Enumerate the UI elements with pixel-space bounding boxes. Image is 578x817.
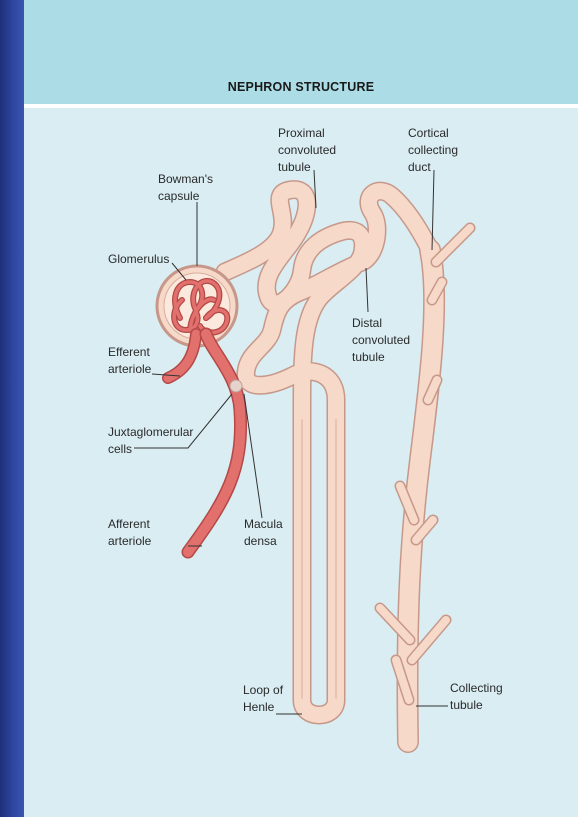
label-distal: Distal convoluted tubule — [352, 316, 413, 364]
label-macula-densa: Macula densa — [244, 517, 286, 548]
label-proximal: Proximal convoluted tubule — [278, 126, 339, 174]
label-cortical: Cortical collecting duct — [408, 126, 461, 174]
label-loop-of-henle: Loop of Henle — [243, 683, 286, 714]
label-glomerulus: Glomerulus — [108, 252, 169, 266]
label-afferent: Afferent arteriole — [108, 517, 153, 548]
afferent-arteriole — [188, 334, 241, 552]
label-juxtaglomerular: Juxtaglomerular cells — [108, 425, 197, 456]
tubule-fill — [225, 190, 434, 742]
label-collecting: Collecting tubule — [450, 681, 506, 712]
juxtaglomerular-cells — [230, 380, 242, 392]
label-bowmans: Bowman's capsule — [158, 172, 216, 203]
label-efferent: Efferent arteriole — [108, 345, 153, 376]
collecting-duct — [408, 250, 435, 742]
